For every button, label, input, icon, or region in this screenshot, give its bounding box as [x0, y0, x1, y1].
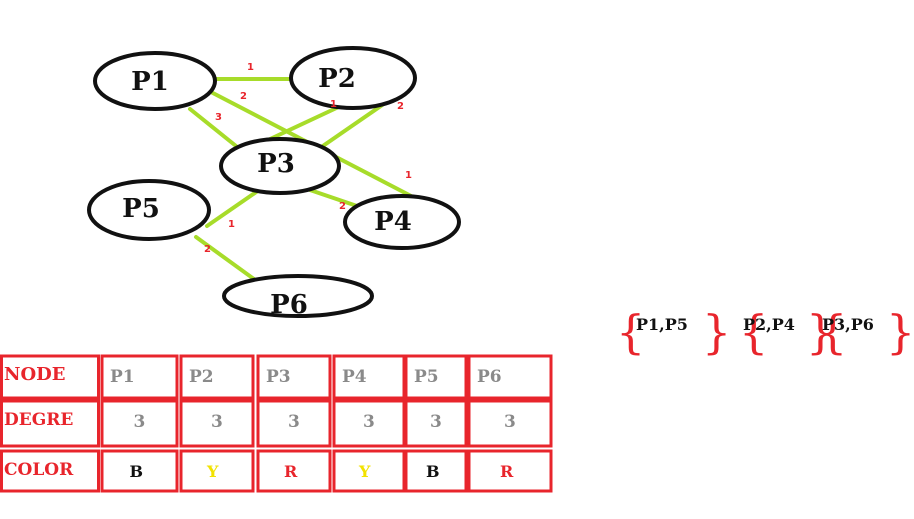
table-header-label: DEGRE [4, 410, 73, 430]
table-cell [179, 354, 255, 400]
open-brace-glyph: { [739, 305, 768, 359]
edge-p5-p6 [194, 235, 260, 284]
node-p2: P2 [289, 46, 417, 110]
open-brace-glyph: { [616, 305, 645, 359]
close-brace-glyph: } [702, 305, 731, 359]
node-label: P5 [122, 194, 160, 224]
node-label: P1 [131, 67, 169, 97]
table-cell [467, 449, 553, 493]
color-group-1: {} P1,P5 [616, 305, 731, 359]
table-cell-value: R [284, 462, 298, 481]
table-cell-value: R [500, 462, 514, 481]
table-cell-value: P2 [189, 367, 214, 387]
color-group-label: P3,P6 [822, 315, 874, 334]
table-cell [332, 354, 406, 400]
table-cell-value: 3 [430, 412, 442, 432]
table-cell [100, 354, 179, 400]
node-ellipse [87, 179, 211, 241]
edge-weight-label: 1 [228, 219, 235, 230]
table-header-label: NODE [4, 364, 65, 385]
node-label: P4 [374, 207, 412, 237]
table-cell-value: P5 [414, 367, 439, 387]
table-cell-value: 3 [363, 412, 375, 432]
edge-p2-p3 [266, 102, 347, 142]
color-group-3: {} P3,P6 [818, 305, 914, 359]
close-brace-glyph: } [806, 305, 835, 359]
node-p1: P1 [93, 51, 217, 111]
table-cell [404, 399, 468, 448]
edge-weight-label: 2 [397, 101, 404, 112]
node-ellipse [219, 137, 341, 195]
table-cell-value: P1 [110, 367, 135, 387]
table-cell-value: P4 [342, 367, 367, 387]
table-header-cell [0, 354, 100, 400]
color-group-label: P1,P5 [636, 315, 688, 334]
table-cell-value: P3 [266, 367, 291, 387]
table-cell [256, 354, 332, 400]
table-cell-value: 3 [288, 412, 300, 432]
edge-weight-label: 1 [405, 170, 412, 181]
table-cell [332, 399, 406, 448]
open-brace-glyph: { [818, 305, 847, 359]
table-cell [179, 399, 255, 448]
edge-labels-layer: 1 2 3 1 2 2 1 1 2 [204, 62, 412, 255]
table-row-node: NODE P1 P2 P3 P4 P5 P6 [0, 354, 553, 400]
table-cell [467, 354, 553, 400]
table-cell [332, 449, 406, 493]
table-cell [179, 449, 255, 493]
table-cell [404, 449, 468, 493]
edge-weight-label: 1 [330, 99, 337, 110]
table-cell-value: 3 [504, 412, 516, 432]
edge-weight-label: 2 [240, 91, 247, 102]
table-header-cell [0, 399, 100, 448]
node-label: P2 [318, 64, 356, 94]
table-cell-value: 3 [134, 412, 146, 432]
node-p6: P6 [222, 274, 374, 320]
edge-weight-label: 2 [339, 201, 346, 212]
table-cell [256, 449, 332, 493]
table-cell [404, 354, 468, 400]
edge-weight-label: 1 [247, 62, 254, 73]
close-brace-glyph: } [886, 305, 914, 359]
table-cell [100, 399, 179, 448]
table-row-color: COLOR B Y R Y B R [0, 449, 553, 493]
edge-weight-label: 3 [215, 112, 222, 123]
table-cell-value: Y [358, 462, 371, 481]
table-header-cell [0, 449, 100, 493]
table-row-degre: DEGRE 3 3 3 3 3 3 [0, 399, 553, 448]
table-cell [467, 399, 553, 448]
color-group-2: {} P2,P4 [739, 305, 835, 359]
table-cell [256, 399, 332, 448]
node-ellipse [343, 194, 461, 250]
node-p5: P5 [87, 179, 211, 241]
node-ellipse [93, 51, 217, 111]
color-group-label: P2,P4 [743, 315, 795, 334]
node-ellipse [289, 46, 417, 110]
node-ellipse [222, 274, 374, 318]
table-cell-value: B [130, 462, 144, 481]
table-cell-value: 3 [211, 412, 223, 432]
table-cell-value: Y [206, 462, 219, 481]
node-label: P3 [257, 149, 295, 179]
table-header-label: COLOR [4, 460, 74, 480]
edge-weight-label: 2 [204, 244, 211, 255]
node-label: P6 [270, 290, 308, 320]
table-cell-value: P6 [477, 367, 502, 387]
edge-p3-p4 [308, 188, 359, 208]
edge-p1-p3 [188, 107, 238, 148]
node-p3: P3 [219, 137, 341, 195]
node-p4: P4 [343, 194, 461, 250]
table-cell [100, 449, 179, 493]
table-cell-value: B [426, 462, 440, 481]
groups-layer: {}P1,P5{}P2,P4{}P3,P6 [616, 305, 914, 359]
